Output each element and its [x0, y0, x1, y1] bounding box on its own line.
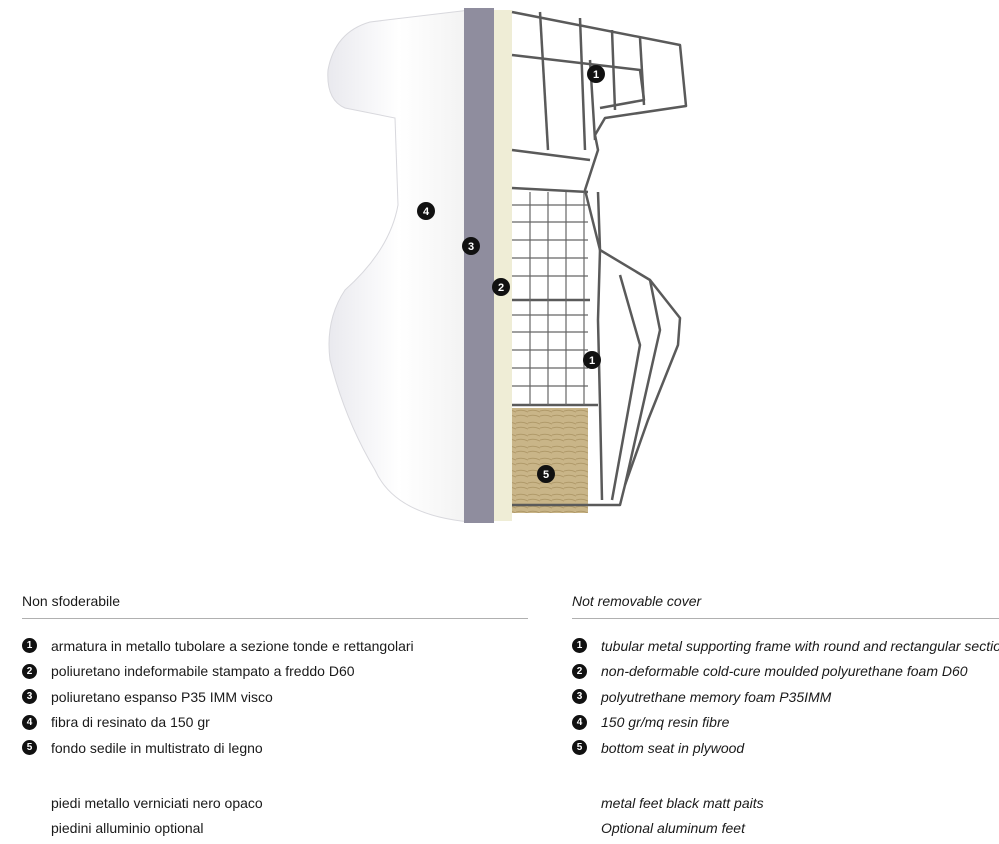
- english-item-text: 150 gr/mq resin fibre: [601, 714, 730, 731]
- english-item-3: 3 polyutrethane memory foam P35IMM: [572, 684, 999, 710]
- italian-item-3: 3 poliuretano espanso P35 IMM visco: [22, 684, 528, 710]
- number-badge: 5: [22, 740, 37, 756]
- tubular-metal-frame: [511, 10, 688, 507]
- svg-text:1: 1: [593, 69, 599, 81]
- italian-item-text: armatura in metallo tubolare a sezione t…: [51, 637, 414, 654]
- english-item-1: 1 tubular metal supporting frame with rou…: [572, 633, 999, 659]
- italian-extra-notes: piedi metallo verniciati nero opaco pied…: [22, 791, 528, 842]
- italian-materials-list: 1 armatura in metallo tubolare a sezione …: [22, 633, 528, 761]
- plywood-seat-base: [512, 408, 588, 513]
- marker-2: 2: [492, 278, 510, 296]
- marker-3: 3: [462, 237, 480, 255]
- number-badge: 5: [572, 740, 587, 756]
- marker-5: 5: [537, 465, 555, 483]
- svg-text:2: 2: [498, 282, 504, 294]
- number-badge: 1: [22, 638, 37, 654]
- english-item-2: 2 non-deformable cold-cure moulded polyur…: [572, 659, 999, 685]
- italian-note-feet: piedi metallo verniciati nero opaco: [51, 794, 263, 811]
- number-badge: 2: [22, 663, 37, 679]
- english-item-text: non-deformable cold-cure moulded polyure…: [601, 663, 968, 680]
- english-materials-list: 1 tubular metal supporting frame with rou…: [572, 633, 999, 761]
- number-badge: 3: [572, 689, 587, 705]
- memory-foam-layer: [464, 8, 494, 523]
- italian-item-4: 4 fibra di resinato da 150 gr: [22, 710, 528, 736]
- italian-item-1: 1 armatura in metallo tubolare a sezione …: [22, 633, 528, 659]
- svg-text:1: 1: [589, 355, 595, 367]
- svg-text:5: 5: [543, 469, 549, 481]
- italian-note-optional-feet: piedini alluminio optional: [51, 820, 204, 836]
- number-badge: 4: [22, 714, 37, 730]
- chair-cross-section-illustration: 1 2 3 4 5 1: [327, 8, 688, 523]
- italian-item-2: 2 poliuretano indeformabile stampato a fr…: [22, 659, 528, 685]
- english-item-5: 5 bottom seat in plywood: [572, 735, 999, 761]
- english-description: Not removable cover 1 tubular metal suppo…: [572, 590, 999, 842]
- italian-divider: [22, 618, 528, 619]
- english-title: Not removable cover: [572, 593, 702, 609]
- english-note-feet: metal feet black matt paits: [601, 794, 764, 811]
- svg-text:3: 3: [468, 241, 474, 253]
- marker-1-top: 1: [587, 65, 605, 83]
- number-badge: 4: [572, 714, 587, 730]
- italian-item-text: fondo sedile in multistrato di legno: [51, 739, 263, 756]
- italian-item-5: 5 fondo sedile in multistrato di legno: [22, 735, 528, 761]
- resin-fibre-layer: [327, 9, 471, 523]
- english-extra-notes: metal feet black matt paits Optional alu…: [572, 791, 999, 842]
- italian-item-text: poliuretano indeformabile stampato a fre…: [51, 663, 355, 680]
- english-item-text: tubular metal supporting frame with roun…: [601, 637, 999, 654]
- italian-description: Non sfoderabile 1 armatura in metallo tub…: [22, 590, 528, 842]
- italian-title: Non sfoderabile: [22, 593, 121, 609]
- italian-item-text: fibra di resinato da 150 gr: [51, 714, 210, 731]
- cold-cure-foam-layer: [494, 10, 512, 521]
- english-item-text: bottom seat in plywood: [601, 739, 745, 756]
- italian-item-text: poliuretano espanso P35 IMM visco: [51, 688, 273, 705]
- svg-text:4: 4: [423, 206, 430, 218]
- frame-mesh-grid: [512, 192, 588, 405]
- english-item-4: 4 150 gr/mq resin fibre: [572, 710, 999, 736]
- english-note-optional-feet: Optional aluminum feet: [601, 820, 745, 836]
- number-badge: 2: [572, 663, 587, 679]
- english-item-text: polyutrethane memory foam P35IMM: [601, 688, 832, 705]
- number-badge: 3: [22, 689, 37, 705]
- marker-4: 4: [417, 202, 435, 220]
- english-divider: [572, 618, 999, 619]
- number-badge: 1: [572, 638, 587, 654]
- marker-1-bottom: 1: [583, 351, 601, 369]
